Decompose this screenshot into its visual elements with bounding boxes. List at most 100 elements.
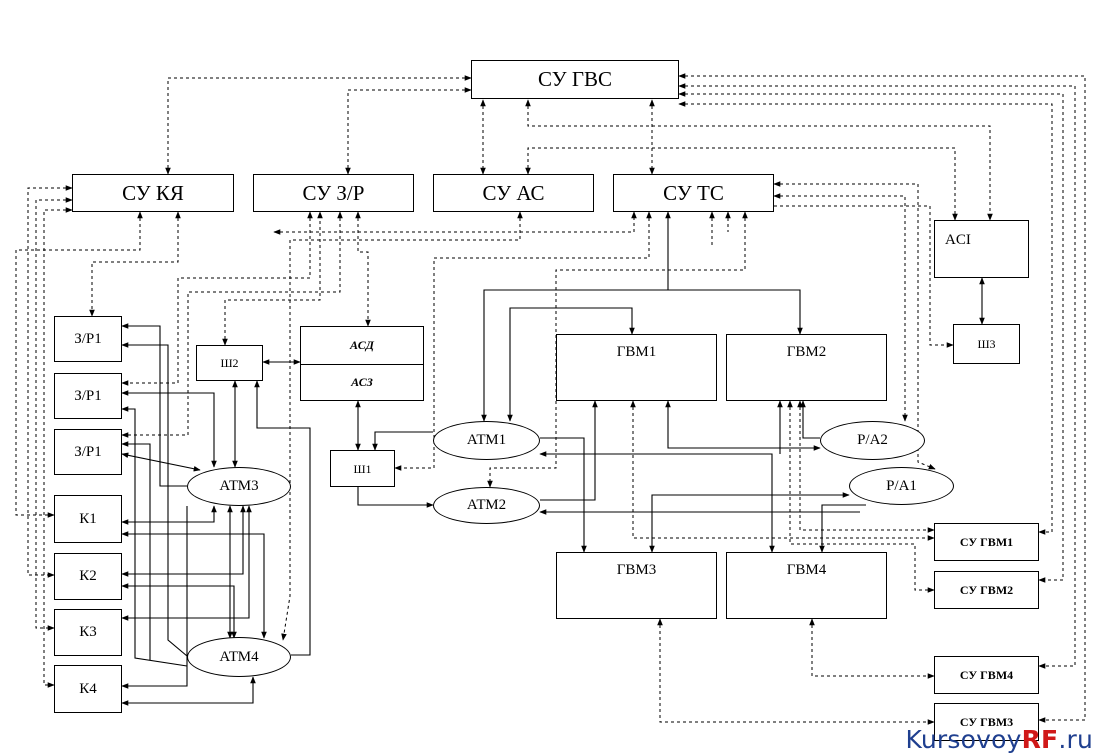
- connector-8: [678, 101, 1053, 535]
- connector-11: [773, 181, 936, 470]
- block-su-gvm3-label: СУ ГВМ3: [959, 715, 1014, 729]
- node-atm4-label: АТМ4: [219, 648, 259, 665]
- block-sh1: Ш1: [330, 450, 395, 487]
- block-gvm4-label: ГВМ4: [786, 562, 827, 578]
- block-zr1-b-label: З/Р1: [74, 387, 102, 404]
- node-atm1: АТМ1: [433, 421, 540, 460]
- node-ra2-label: Р/А2: [857, 432, 888, 448]
- connector-42: [484, 289, 803, 335]
- block-su-gvm4-label: СУ ГВМ4: [959, 668, 1014, 682]
- block-k2: К2: [54, 553, 122, 600]
- block-sh3: Ш3: [953, 324, 1020, 364]
- block-k3: К3: [54, 609, 122, 656]
- connector-50: [819, 504, 866, 553]
- node-atm1-label: АТМ1: [466, 432, 507, 448]
- watermark-part-3: .ru: [1058, 725, 1093, 754]
- block-aci: ACI: [934, 220, 1029, 278]
- block-gvm2: ГВМ2: [726, 334, 887, 401]
- block-su-gvs: СУ ГВС: [471, 60, 679, 99]
- watermark-logo: KursovoyRF.ru: [906, 725, 1093, 754]
- connector-40: [254, 380, 311, 656]
- node-ra1-label: Р/А1: [886, 477, 917, 494]
- block-k3-label: К3: [79, 624, 97, 640]
- connector-7: [678, 91, 1064, 583]
- block-gvm3: ГВМ3: [556, 552, 717, 619]
- watermark-part-1: Kursovoy: [905, 725, 1022, 754]
- block-sh3-label: Ш3: [977, 337, 996, 351]
- block-asd: АСД: [301, 327, 423, 364]
- connector-23: [222, 211, 323, 346]
- block-su-zr: СУ З/Р: [253, 174, 414, 212]
- block-k4: К4: [54, 665, 122, 713]
- block-su-gvm2: СУ ГВМ2: [934, 571, 1039, 609]
- connector-53: [121, 323, 187, 487]
- connector-61: [121, 505, 246, 577]
- block-asd-asz: АСД АСЗ: [300, 326, 424, 401]
- block-su-kya: СУ КЯ: [72, 174, 234, 212]
- connector-32: [657, 618, 935, 725]
- connector-6: [678, 83, 1076, 669]
- connector-16: [43, 207, 73, 688]
- connector-38: [372, 431, 433, 451]
- block-gvm3-label: ГВМ3: [616, 562, 657, 578]
- node-ra2: Р/А2: [820, 421, 925, 460]
- connector-15: [35, 197, 73, 631]
- block-zr1-a-label: З/Р1: [74, 330, 102, 347]
- node-atm2: АТМ2: [433, 487, 540, 524]
- block-zr1-a: З/Р1: [54, 316, 122, 362]
- block-asz: АСЗ: [301, 363, 423, 401]
- block-su-kya-label: СУ КЯ: [122, 180, 184, 205]
- block-su-as: СУ АС: [433, 174, 594, 212]
- block-gvm1-label: ГВМ1: [616, 344, 657, 360]
- connector-64: [121, 506, 188, 689]
- block-sh2: Ш2: [196, 345, 263, 381]
- connector-9: [525, 99, 993, 221]
- connector-5: [678, 73, 1086, 723]
- node-atm3-label: АТМ3: [219, 478, 259, 494]
- block-zr1-c-label: З/Р1: [74, 443, 102, 460]
- connector-1: [165, 75, 472, 175]
- block-aci-label: ACI: [945, 232, 971, 248]
- connector-26: [487, 211, 748, 488]
- connector-2: [345, 87, 472, 175]
- block-asd-label: АСД: [350, 337, 374, 352]
- connector-46: [540, 400, 598, 501]
- connector-49: [649, 492, 850, 553]
- node-ra1: Р/А1: [849, 467, 954, 505]
- connector-57: [121, 441, 151, 660]
- block-k1: К1: [54, 495, 122, 543]
- connector-62: [121, 583, 237, 639]
- connector-55: [121, 390, 217, 468]
- block-sh1-label: Ш1: [353, 461, 372, 476]
- block-zr1-c: З/Р1: [54, 429, 122, 475]
- node-atm2-label: АТМ2: [466, 497, 507, 513]
- watermark-part-2: RF: [1021, 725, 1059, 754]
- block-su-gvm2-label: СУ ГВМ2: [959, 583, 1014, 597]
- block-asz-label: АСЗ: [351, 374, 373, 389]
- block-gvm1: ГВМ1: [556, 334, 717, 401]
- connector-43: [507, 307, 635, 422]
- connector-65: [121, 676, 256, 706]
- block-gvm4: ГВМ4: [726, 552, 887, 619]
- block-su-gvm4: СУ ГВМ4: [934, 656, 1039, 694]
- block-su-zr-label: СУ З/Р: [302, 180, 365, 205]
- connector-44: [540, 437, 587, 553]
- connector-56: [121, 406, 188, 667]
- connector-45: [539, 451, 775, 553]
- connector-18: [89, 211, 181, 317]
- block-gvm2-label: ГВМ2: [786, 344, 827, 360]
- connector-33: [809, 618, 935, 679]
- block-su-gvm1: СУ ГВМ1: [934, 523, 1039, 561]
- connector-37: [357, 487, 434, 508]
- connector-10: [525, 147, 958, 221]
- node-atm4: АТМ4: [187, 637, 291, 677]
- block-k4-label: К4: [79, 680, 97, 697]
- block-su-ts-label: СУ ТС: [663, 180, 724, 205]
- connector-13: [774, 205, 954, 348]
- node-atm3: АТМ3: [187, 467, 291, 506]
- connector-21: [355, 211, 371, 327]
- connector-63: [121, 505, 252, 621]
- block-sh2-label: Ш2: [220, 356, 239, 370]
